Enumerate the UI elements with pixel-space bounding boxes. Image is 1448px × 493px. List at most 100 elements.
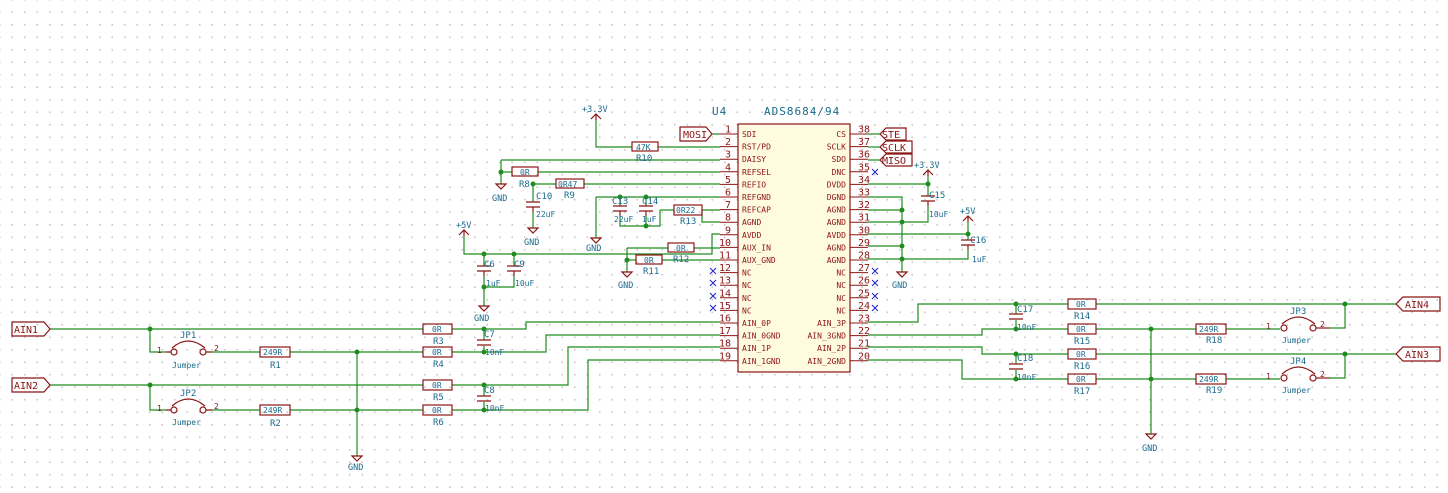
svg-text:Jumper: Jumper — [172, 418, 201, 427]
label-ste: STE — [879, 127, 907, 141]
svg-text:0R22: 0R22 — [676, 206, 695, 215]
ic-pin-number: 38 — [858, 125, 870, 136]
ic-right-pins: 38CS37SCLK36SDO35DNC34DVDD33DGND32AGND31… — [807, 125, 870, 366]
svg-text:0R47: 0R47 — [558, 180, 577, 189]
ic-pin-name: AGND — [742, 218, 761, 227]
gnd-avdd-caps: GND — [474, 305, 491, 324]
gnd-left-inputs: GND — [348, 455, 364, 473]
ic-pin-name: NC — [836, 294, 846, 303]
ic-pin-name: SCLK — [827, 143, 846, 152]
svg-text:22uF: 22uF — [536, 210, 555, 219]
label-ain2: AIN2 — [11, 377, 51, 393]
capacitor-c15: C15 10uF — [921, 191, 948, 219]
svg-text:C18: C18 — [1017, 354, 1033, 364]
svg-text:2: 2 — [214, 344, 219, 353]
svg-text:0R: 0R — [1076, 350, 1086, 359]
svg-text:R13: R13 — [680, 217, 696, 227]
ic-pin-number: 18 — [719, 339, 731, 350]
svg-text:GND: GND — [892, 281, 907, 291]
svg-text:R12: R12 — [673, 255, 689, 265]
ic-pin-number: 28 — [858, 251, 870, 262]
ic-pin-name: SDO — [832, 155, 847, 164]
ic-pin-name: DNC — [832, 168, 847, 177]
svg-text:R2: R2 — [270, 419, 281, 429]
svg-text:10nF: 10nF — [1017, 373, 1036, 382]
svg-text:JP3: JP3 — [1290, 307, 1306, 317]
ic-pin-name: CS — [836, 130, 846, 139]
svg-text:47K: 47K — [636, 143, 651, 152]
svg-text:AIN4: AIN4 — [1405, 300, 1429, 311]
gnd-right-inputs: GND — [1142, 433, 1158, 454]
ic-pin-number: 30 — [858, 225, 870, 236]
svg-text:249R: 249R — [263, 348, 282, 357]
svg-text:10nF: 10nF — [485, 404, 504, 413]
svg-text:+3.3V: +3.3V — [582, 105, 608, 115]
svg-text:C14: C14 — [642, 197, 658, 207]
label-sclk: SCLK — [879, 140, 913, 154]
gnd-c10: GND — [524, 227, 540, 248]
ic-pin-name: AGND — [827, 243, 846, 252]
svg-text:C7: C7 — [484, 330, 495, 340]
capacitor-c13: C13 22uF — [612, 197, 633, 224]
resistor-r17: 0R R17 — [1067, 373, 1097, 397]
ic-pin-name: REFCAP — [742, 206, 771, 215]
svg-text:R9: R9 — [564, 191, 575, 201]
svg-text:249R: 249R — [263, 406, 282, 415]
ic-pin-21: 21 AIN_2P — [817, 339, 870, 354]
svg-text:R3: R3 — [433, 337, 444, 347]
ic-pin-number: 33 — [858, 188, 870, 199]
ic-ref: U4 — [712, 105, 727, 118]
gnd-refgnd: GND — [586, 237, 603, 254]
ic-pin-number: 1 — [725, 125, 731, 136]
resistor-r12: 0R R12 — [667, 242, 695, 265]
ic-pin-number: 17 — [719, 326, 731, 337]
ic-pin-number: 21 — [858, 339, 870, 350]
ic-pin-number: 34 — [858, 175, 870, 186]
ic-pin-number: 12 — [719, 263, 731, 274]
ic-pin-name: AIN_1P — [742, 344, 771, 353]
resistor-r16: 0R R16 — [1067, 348, 1097, 372]
capacitor-c6: C6 1uF — [477, 260, 501, 288]
svg-text:GND: GND — [618, 281, 633, 291]
svg-text:R10: R10 — [636, 154, 652, 164]
svg-text:R11: R11 — [643, 267, 659, 277]
svg-text:1uF: 1uF — [972, 255, 987, 264]
svg-text:R8: R8 — [519, 180, 530, 190]
svg-text:C13: C13 — [612, 197, 628, 207]
svg-text:GND: GND — [474, 314, 489, 324]
ic-pin-name: AVDD — [827, 231, 846, 240]
svg-text:Jumper: Jumper — [172, 361, 201, 370]
ic-pin-number: 23 — [858, 314, 870, 325]
label-ain1: AIN1 — [11, 321, 51, 337]
svg-text:10uF: 10uF — [929, 210, 948, 219]
gnd-daisy: GND — [492, 183, 508, 204]
resistor-r15: 0R R15 — [1067, 323, 1097, 347]
ic-pin-name: AIN_2P — [817, 344, 846, 353]
ic-pin-number: 7 — [725, 200, 731, 211]
jumper-jp2: 1 2 JP2 Jumper — [157, 389, 219, 427]
resistor-r4: 0R R4 — [422, 346, 453, 370]
power-5v-right: +5V — [960, 207, 975, 222]
svg-text:0R: 0R — [432, 406, 442, 415]
ic-pin-name: REFIO — [742, 180, 766, 189]
svg-text:R14: R14 — [1074, 312, 1090, 322]
svg-text:2: 2 — [1320, 370, 1325, 379]
svg-text:R19: R19 — [1206, 386, 1222, 396]
junction-dots — [147, 169, 1348, 413]
ic-pin-number: 6 — [725, 188, 731, 199]
svg-text:0R: 0R — [676, 244, 686, 253]
svg-text:Jumper: Jumper — [1282, 336, 1311, 345]
svg-text:GND: GND — [348, 463, 363, 473]
resistor-r1: 249R R1 — [259, 346, 291, 371]
ic-pin-name: AVDD — [742, 231, 761, 240]
label-ain3: AIN3 — [1395, 346, 1441, 362]
